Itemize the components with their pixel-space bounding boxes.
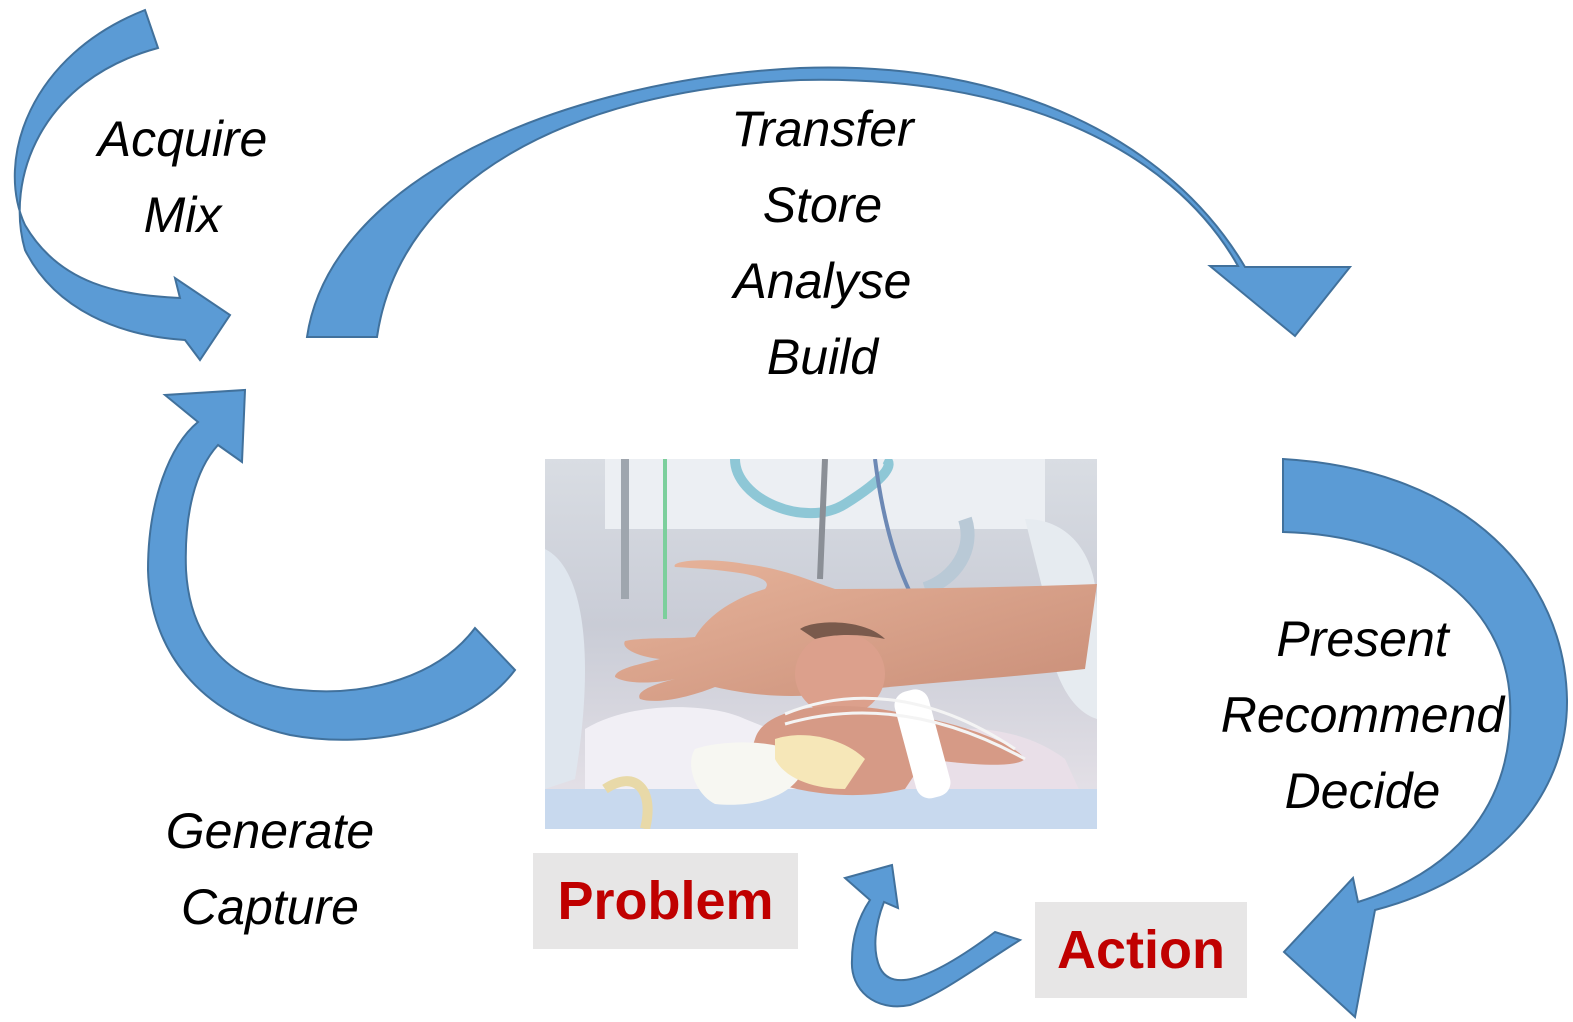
action-arrow <box>842 863 1023 1008</box>
present-arrow <box>1282 457 1569 1019</box>
transfer-arrow <box>305 66 1353 338</box>
analyse-text: Analyse <box>733 253 912 309</box>
problem-badge: Problem <box>533 853 798 949</box>
generate-text: Generate <box>165 803 375 859</box>
recommend-text: Recommend <box>1220 687 1505 743</box>
transfer-text: Transfer <box>731 101 914 157</box>
capture-text: Capture <box>181 879 359 935</box>
acquire-text: Acquire <box>97 111 268 167</box>
build-text: Build <box>766 329 879 385</box>
store-text: Store <box>762 177 883 233</box>
transfer-label: Transfer Store Analyse Build <box>670 91 975 395</box>
mix-text: Mix <box>143 187 222 243</box>
present-text: Present <box>1276 611 1449 667</box>
generate-arrow <box>146 388 517 741</box>
acquire-mix-label: Acquire Mix <box>60 101 305 253</box>
incubator-photo <box>545 459 1097 829</box>
acquire-arrow <box>13 8 232 362</box>
generate-label: Generate Capture <box>130 793 410 945</box>
present-label: Present Recommend Decide <box>1195 601 1530 829</box>
action-badge: Action <box>1035 902 1247 998</box>
decide-text: Decide <box>1284 763 1441 819</box>
